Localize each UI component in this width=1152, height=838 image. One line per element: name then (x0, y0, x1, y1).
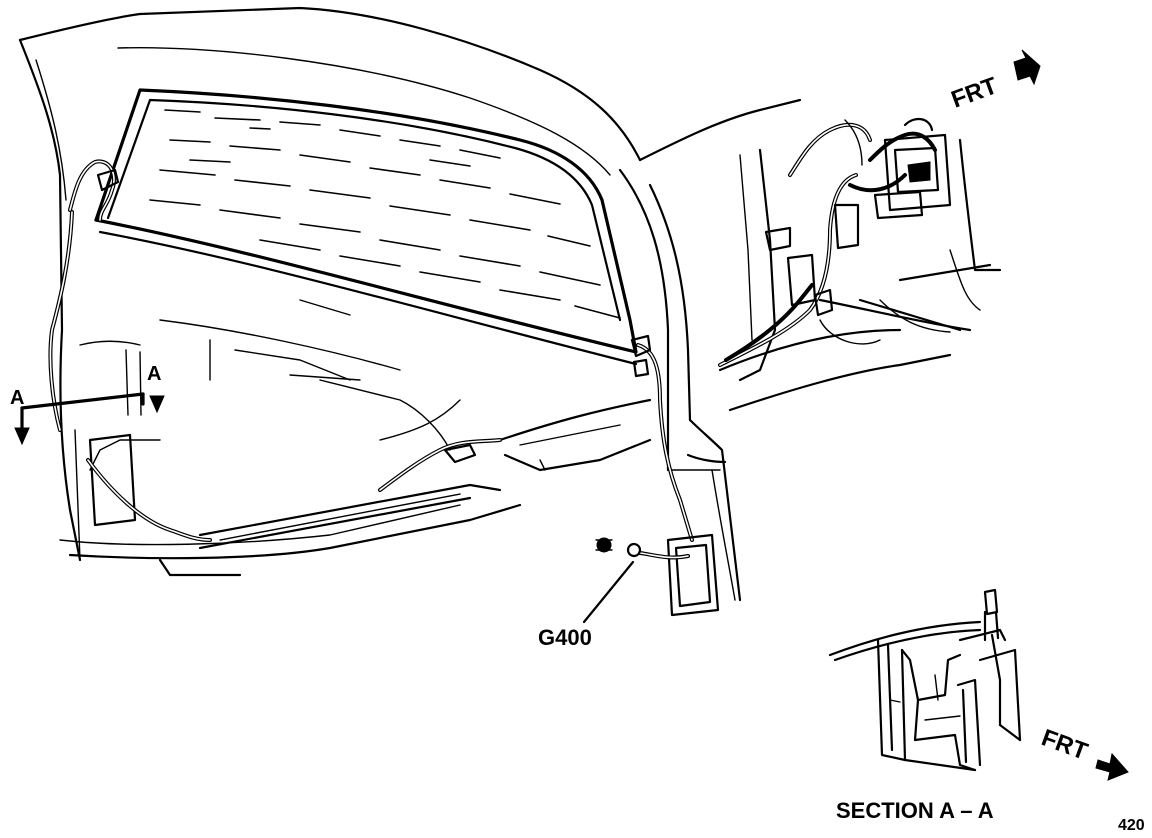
front-arrow-section-label: FRT (1038, 724, 1091, 765)
section-a-a-detail (828, 588, 1022, 772)
section-cut-line (14, 392, 165, 446)
ground-label: G400 (538, 625, 592, 650)
front-arrow-top-label: FRT (948, 72, 1001, 113)
ground-g400-assembly (582, 533, 720, 624)
front-arrow-top-icon (1013, 49, 1041, 86)
front-arrow-section-icon (1095, 752, 1129, 781)
section-arrow-right-icon (149, 395, 165, 414)
ground-bolt-icon (596, 537, 612, 553)
wiring-harness (48, 122, 937, 542)
section-marker-left: A (10, 387, 24, 409)
figure-number: 420 (1118, 817, 1145, 834)
section-marker-right: A (147, 363, 161, 385)
section-title: SECTION A – A (836, 798, 994, 823)
cab-body (18, 6, 1002, 602)
section-arrow-left-icon (14, 427, 30, 446)
ground-leader-line (582, 560, 635, 624)
door-jamb-connectors (764, 117, 952, 317)
ground-washer-icon (626, 542, 642, 558)
floor-panel (79, 299, 652, 550)
rear-window (94, 88, 638, 366)
